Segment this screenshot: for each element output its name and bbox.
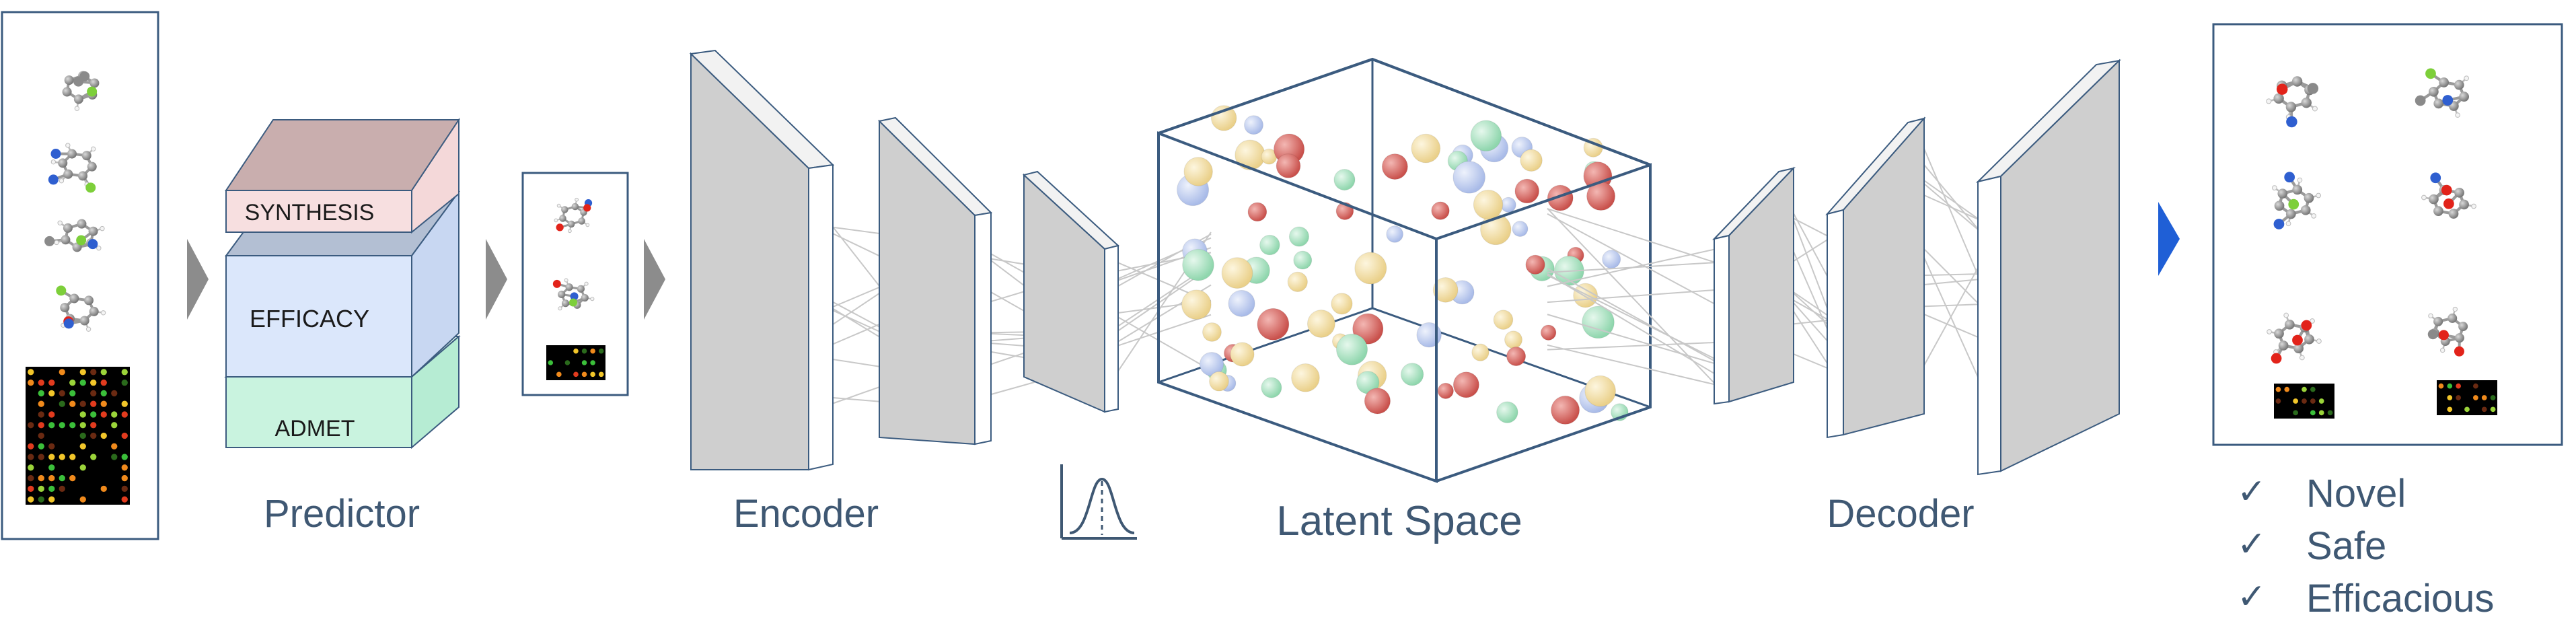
decoder-layer-2 xyxy=(1825,116,1926,439)
input-molecule-3 xyxy=(44,219,105,252)
synthesis-block: SYNTHESIS xyxy=(225,117,460,234)
outcomes-checklist: ✓ Novel ✓ Safe ✓ Efficacious xyxy=(2237,472,2494,620)
outcome-novel-label: Novel xyxy=(2306,472,2406,515)
output-molecules-panel xyxy=(2212,23,2563,446)
selected-molecule-2 xyxy=(552,278,595,311)
output-molecule-5 xyxy=(2267,312,2322,364)
output-molecule-2 xyxy=(2415,68,2470,118)
synthesis-label: SYNTHESIS xyxy=(245,200,375,225)
input-molecule-1 xyxy=(62,71,100,111)
encoder-layer-1 xyxy=(689,49,835,471)
input-expression-heatmap xyxy=(26,367,130,505)
flow-arrow-3 xyxy=(644,239,665,320)
predictor-stack: ADMET EFFICACY SYNTHESIS xyxy=(224,117,461,450)
outcome-novel: ✓ Novel xyxy=(2237,472,2406,515)
check-icon: ✓ xyxy=(2237,472,2267,511)
output-molecule-1 xyxy=(2266,76,2319,128)
outcome-safe: ✓ Safe xyxy=(2237,524,2386,568)
flow-arrow-1 xyxy=(187,239,209,320)
decoder-layer-3 xyxy=(1975,59,2122,476)
selected-molecule-1 xyxy=(554,197,593,234)
output-arrow xyxy=(2158,202,2180,276)
outcome-efficacious-label: Efficacious xyxy=(2306,577,2494,620)
input-molecule-4 xyxy=(56,285,106,332)
decoder-layer-1 xyxy=(1712,166,1796,405)
outcome-safe-label: Safe xyxy=(2306,524,2386,568)
encoder-layer-3 xyxy=(1022,170,1120,413)
predictor-label: Predictor xyxy=(264,492,420,536)
efficacy-label: EFFICACY xyxy=(250,305,369,332)
selected-molecule-card xyxy=(521,172,629,396)
output-heatmap-2 xyxy=(2437,380,2497,415)
input-molecules-panel xyxy=(1,11,159,540)
output-molecule-3 xyxy=(2271,172,2322,229)
latent-cube-front-edges xyxy=(1157,58,1652,483)
outcome-efficacious: ✓ Efficacious xyxy=(2237,577,2494,620)
output-molecule-6 xyxy=(2427,306,2468,357)
encoder-layer-2 xyxy=(877,116,993,445)
output-molecule-4 xyxy=(2421,172,2476,219)
latent-space-cube xyxy=(1157,57,1652,483)
gaussian-distribution-icon xyxy=(1060,464,1137,540)
encoder-label: Encoder xyxy=(733,492,879,536)
latent-space-label: Latent Space xyxy=(1276,498,1522,544)
output-heatmap-1 xyxy=(2274,384,2334,419)
decoder-label: Decoder xyxy=(1827,492,1974,536)
decoder xyxy=(1712,59,2122,476)
admet-label: ADMET xyxy=(275,416,355,441)
latent-points xyxy=(1177,105,1629,425)
encoder xyxy=(689,49,1120,471)
flow-arrow-2 xyxy=(486,239,507,320)
check-icon: ✓ xyxy=(2237,525,2267,564)
check-icon: ✓ xyxy=(2237,577,2267,616)
selected-heatmap xyxy=(546,345,605,380)
input-molecule-2 xyxy=(48,143,97,193)
